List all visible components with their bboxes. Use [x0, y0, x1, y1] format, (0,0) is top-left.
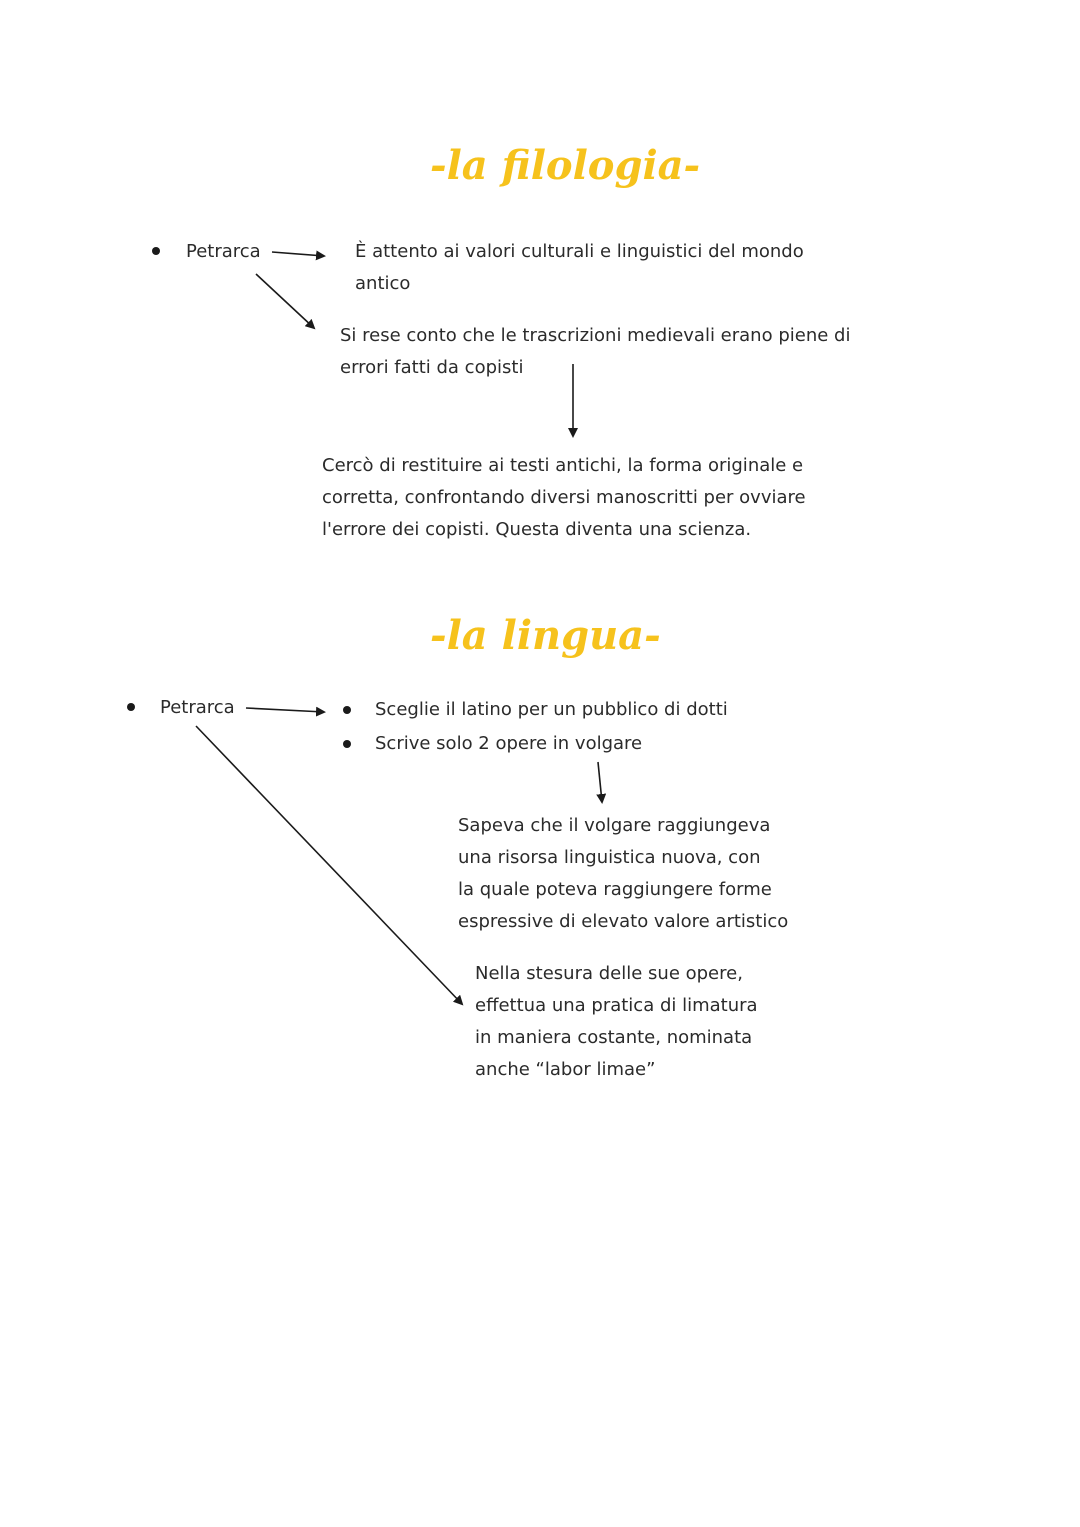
subject-petrarca: Petrarca [186, 241, 261, 262]
conclusion-line-2: corretta, confrontando diversi manoscrit… [322, 487, 806, 508]
volgare-note-line-1: Sapeva che il volgare raggiungeva [458, 815, 771, 836]
arrow-petrarca-to-labor-limae [195, 725, 464, 1006]
volgare-note-line-4: espressive di elevato valore artistico [458, 911, 789, 932]
note-trascrizioni-line-2: errori fatti da copisti [340, 357, 524, 378]
arrow-petrarca-to-trascrizioni [255, 273, 316, 330]
labor-limae-line-3: in maniera costante, nominata [475, 1027, 753, 1048]
subject-petrarca: Petrarca [160, 697, 235, 718]
conclusion-line-1: Cercò di restituire ai testi antichi, la… [322, 455, 804, 476]
bullet-latino: Sceglie il latino per un pubblico di dot… [375, 699, 728, 720]
bullet-dot [343, 706, 351, 714]
labor-limae-line-4: anche “labor limae” [475, 1059, 656, 1080]
arrow-petrarca-to-bullets [245, 706, 326, 717]
bullet-dot [343, 740, 351, 748]
volgare-note-line-2: una risorsa linguistica nuova, con [458, 847, 761, 868]
note-attento-line-1: È attento ai valori culturali e linguist… [355, 241, 804, 262]
arrow-petrarca-to-attento [271, 250, 326, 261]
arrow-volgare-down [596, 761, 607, 804]
volgare-note-line-3: la quale poteva raggiungere forme [458, 879, 772, 900]
section-title-lingua: -la lingua- [430, 612, 661, 659]
conclusion-line-3: l'errore dei copisti. Questa diventa una… [322, 519, 752, 540]
labor-limae-line-2: effettua una pratica di limatura [475, 995, 758, 1016]
bullet-dot [127, 703, 135, 711]
bullet-volgare: Scrive solo 2 opere in volgare [375, 733, 643, 754]
labor-limae-line-1: Nella stesura delle sue opere, [475, 963, 743, 984]
section-title-filologia: -la filologia- [430, 142, 701, 189]
note-attento-line-2: antico [355, 273, 411, 294]
bullet-dot [152, 247, 160, 255]
note-trascrizioni-line-1: Si rese conto che le trascrizioni mediev… [340, 325, 851, 346]
